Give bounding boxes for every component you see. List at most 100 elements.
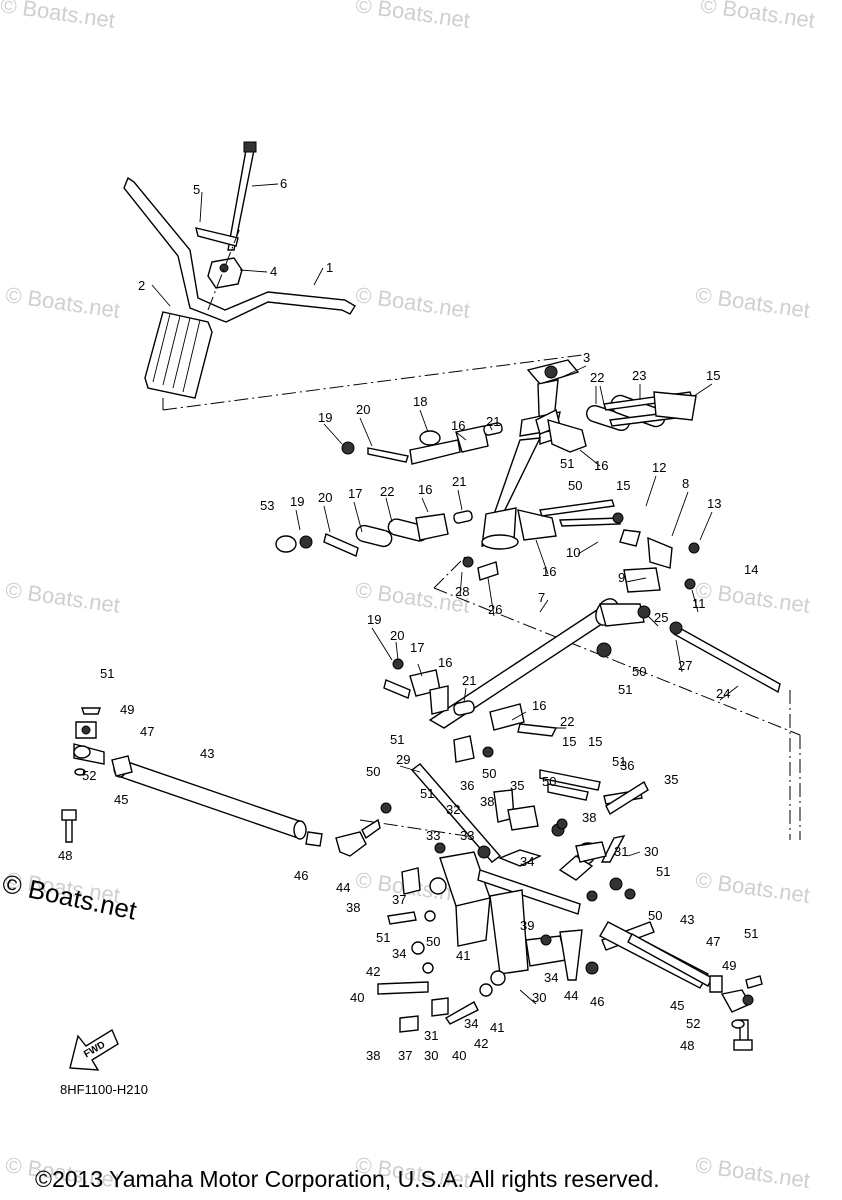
callout-50: 50 <box>482 766 496 781</box>
callout-31: 31 <box>614 844 628 859</box>
callout-37: 37 <box>398 1048 412 1063</box>
callout-15: 15 <box>562 734 576 749</box>
callout-30: 30 <box>424 1048 438 1063</box>
callout-10: 10 <box>566 545 580 560</box>
leader-lines <box>151 183 739 1005</box>
callout-16: 16 <box>451 418 465 433</box>
callout-21: 21 <box>452 474 466 489</box>
callout-51: 51 <box>656 864 670 879</box>
callout-16: 16 <box>594 458 608 473</box>
callout-28: 28 <box>455 584 469 599</box>
callout-5: 5 <box>193 182 200 197</box>
callout-35: 35 <box>664 772 678 787</box>
callout-9: 9 <box>618 570 625 585</box>
callout-29: 29 <box>396 752 410 767</box>
callout-20: 20 <box>356 402 370 417</box>
callout-8: 8 <box>682 476 689 491</box>
callout-46: 46 <box>294 868 308 883</box>
callout-50: 50 <box>426 934 440 949</box>
callout-51: 51 <box>618 682 632 697</box>
callout-47: 47 <box>140 724 154 739</box>
callout-17: 17 <box>410 640 424 655</box>
callout-49: 49 <box>722 958 736 973</box>
callout-40: 40 <box>452 1048 466 1063</box>
callout-51: 51 <box>612 754 626 769</box>
callout-48: 48 <box>680 1038 694 1053</box>
callout-26: 26 <box>488 602 502 617</box>
callout-36: 36 <box>620 758 634 773</box>
callout-43: 43 <box>200 746 214 761</box>
callout-43: 43 <box>680 912 694 927</box>
callout-38: 38 <box>480 794 494 809</box>
callout-51: 51 <box>420 786 434 801</box>
callout-20: 20 <box>318 490 332 505</box>
callout-40: 40 <box>350 990 364 1005</box>
callout-19: 19 <box>290 494 304 509</box>
callout-labels: 1 2 3 4 5 6 7 8 9 10 11 12 13 14 15 15 1… <box>58 176 758 1063</box>
callout-41: 41 <box>490 1020 504 1035</box>
callout-38: 38 <box>366 1048 380 1063</box>
callout-18: 18 <box>413 394 427 409</box>
callout-16: 16 <box>532 698 546 713</box>
callout-45: 45 <box>114 792 128 807</box>
callout-30: 30 <box>532 990 546 1005</box>
callout-3: 3 <box>583 350 590 365</box>
callout-31: 31 <box>424 1028 438 1043</box>
callout-32: 32 <box>446 802 460 817</box>
callout-30: 30 <box>644 844 658 859</box>
callout-20: 20 <box>390 628 404 643</box>
callout-22: 22 <box>560 714 574 729</box>
callout-15: 15 <box>588 734 602 749</box>
callout-17: 17 <box>348 486 362 501</box>
callout-6: 6 <box>280 176 287 191</box>
callout-52: 52 <box>82 768 96 783</box>
copyright-notice: ©2013 Yamaha Motor Corporation, U.S.A. A… <box>35 1166 660 1192</box>
tie-rod-right <box>599 921 763 1051</box>
callout-45: 45 <box>670 998 684 1013</box>
callout-44: 44 <box>564 988 578 1003</box>
steering-column <box>481 359 580 550</box>
callout-16: 16 <box>438 655 452 670</box>
callout-19: 19 <box>318 410 332 425</box>
callout-48: 48 <box>58 848 72 863</box>
callout-49: 49 <box>120 702 134 717</box>
callout-25: 25 <box>654 610 668 625</box>
callout-50: 50 <box>568 478 582 493</box>
callout-34: 34 <box>544 970 558 985</box>
callout-46: 46 <box>590 994 604 1009</box>
handlebar-assembly <box>123 141 356 399</box>
callout-34: 34 <box>464 1016 478 1031</box>
callout-39: 39 <box>520 918 534 933</box>
callout-19: 19 <box>367 612 381 627</box>
callout-7: 7 <box>538 590 545 605</box>
callout-22: 22 <box>380 484 394 499</box>
callout-16: 16 <box>542 564 556 579</box>
callout-12: 12 <box>652 460 666 475</box>
callout-51: 51 <box>376 930 390 945</box>
callout-44: 44 <box>336 880 350 895</box>
callout-23: 23 <box>632 368 646 383</box>
callout-51: 51 <box>100 666 114 681</box>
callout-4: 4 <box>270 264 277 279</box>
callout-51: 51 <box>744 926 758 941</box>
callout-50: 50 <box>632 664 646 679</box>
callout-51: 51 <box>390 732 404 747</box>
callout-33: 33 <box>426 828 440 843</box>
callout-34: 34 <box>520 854 534 869</box>
callout-38: 38 <box>346 900 360 915</box>
callout-35: 35 <box>510 778 524 793</box>
tie-rod-left <box>61 707 392 857</box>
callout-52: 52 <box>686 1016 700 1031</box>
callout-34: 34 <box>392 946 406 961</box>
callout-42: 42 <box>366 964 380 979</box>
middle-links <box>275 499 700 593</box>
callout-21: 21 <box>462 673 476 688</box>
upper-links <box>341 391 697 465</box>
callout-50: 50 <box>366 764 380 779</box>
callout-1: 1 <box>326 260 333 275</box>
callout-13: 13 <box>707 496 721 511</box>
callout-15: 15 <box>706 368 720 383</box>
callout-38: 38 <box>582 810 596 825</box>
fwd-arrow-icon: FWD <box>69 1028 119 1071</box>
